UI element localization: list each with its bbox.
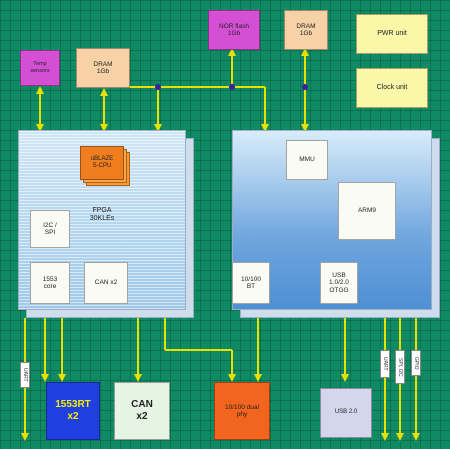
usb20-block: USB 2.0 [320, 388, 372, 438]
clock-unit-block: Clock unit [356, 68, 428, 108]
can-x2-inner-block: CAN x2 [84, 262, 128, 304]
fpga-label: FPGA 30KLEs [89, 207, 115, 222]
port-label-spi-i2c: SPI, I2C [395, 350, 405, 384]
port-label-uart-left: UART [20, 362, 30, 388]
bus-dot-1 [155, 84, 161, 90]
ublaze-block: uBLAZE S-CPU [80, 146, 124, 180]
bus-dot-2 [229, 84, 235, 90]
dram-left-block: DRAM 1Gb [76, 48, 130, 88]
mmu-block: MMU [286, 140, 328, 180]
bt-10-100-block: 10/100 BT [232, 262, 270, 304]
bus-dot-3 [302, 84, 308, 90]
i2c-spi-block: I2C / SPI [30, 210, 70, 248]
rt-1553-block: 1553RT x2 [46, 382, 100, 440]
nor-flash-block: NOR flash 1Gb [208, 10, 260, 50]
temp-sensors-block: Temp sensors [20, 50, 60, 86]
dram-right-block: DRAM 1Gb [284, 10, 328, 50]
core-1553-block: 1553 core [30, 262, 70, 304]
phy-block: 10/100 dual phy [214, 382, 270, 440]
arm9-block: ARM9 [338, 182, 396, 240]
port-label-gpio: GPIO [411, 350, 421, 376]
can-x2-block: CAN x2 [114, 382, 170, 440]
port-label-uart-right: UART [380, 350, 390, 378]
pwr-unit-block: PWR unit [356, 14, 428, 54]
usb-otg-block: USB 1.0/2.0 OTGG [320, 262, 358, 304]
